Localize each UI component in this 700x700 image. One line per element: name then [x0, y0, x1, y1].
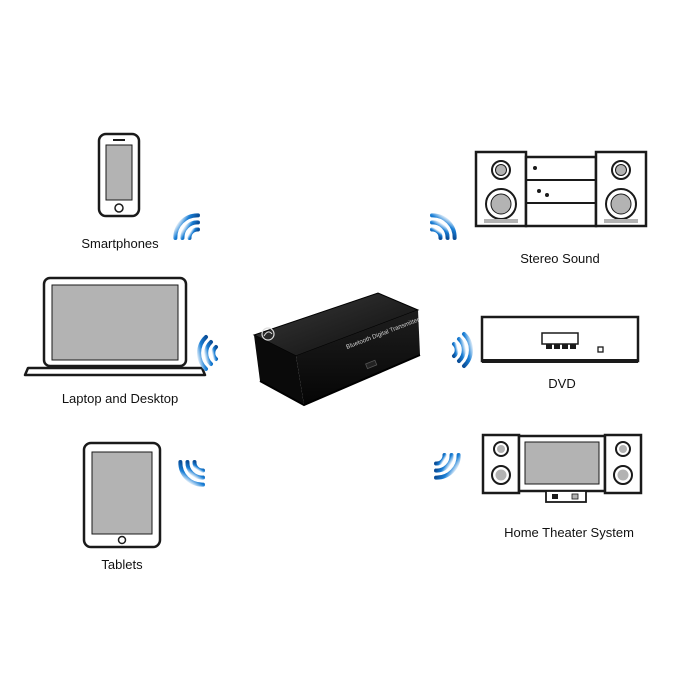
mini-usb-port-icon	[365, 359, 378, 370]
stereo-system-icon	[474, 150, 648, 228]
tablet-icon	[82, 441, 162, 549]
wireless-signal-icon	[178, 460, 205, 487]
wireless-signal-icon	[434, 453, 461, 480]
wireless-signal-icon	[197, 335, 218, 371]
label-smartphones: Smartphones	[81, 236, 159, 251]
transmitter-box-icon	[252, 292, 421, 407]
label-stereo-sound: Stereo Sound	[520, 251, 600, 266]
wireless-signal-icon	[430, 213, 457, 240]
label-tablets: Tablets	[101, 557, 143, 572]
wireless-signal-icon	[173, 213, 200, 240]
label-dvd: DVD	[548, 376, 576, 391]
laptop-icon	[23, 276, 207, 377]
label-home-theater-system: Home Theater System	[504, 525, 634, 540]
dvd-player-icon	[480, 315, 640, 363]
label-laptop-and-desktop: Laptop and Desktop	[61, 391, 179, 406]
wireless-signal-icon	[452, 332, 473, 368]
smartphone-icon	[97, 132, 141, 218]
home-theater-icon	[481, 433, 643, 503]
